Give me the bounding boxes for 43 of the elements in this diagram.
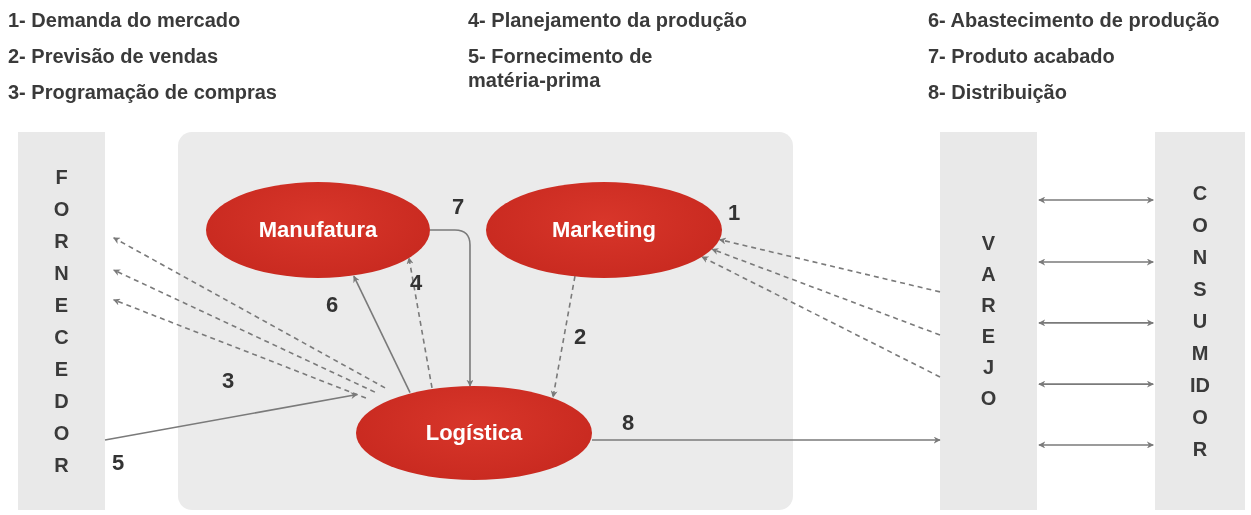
node-label: Logística bbox=[425, 420, 523, 446]
node-label: Marketing bbox=[552, 217, 656, 243]
vertical-label: VAREJO bbox=[979, 231, 998, 411]
vertical-band bbox=[940, 132, 1037, 510]
edge-label: 8 bbox=[622, 410, 635, 436]
legend-note: 2- Previsão de vendas bbox=[8, 44, 220, 68]
background-panel bbox=[178, 132, 793, 510]
arrow bbox=[429, 229, 474, 387]
arrow bbox=[550, 275, 576, 398]
legend-note: 5- Fornecimento de matéria-prima bbox=[468, 44, 654, 92]
node-label: Manufatura bbox=[258, 217, 378, 243]
arrow bbox=[1038, 441, 1154, 449]
vertical-label: CONSUMIDOR bbox=[1190, 181, 1210, 462]
arrow bbox=[104, 392, 358, 441]
vertical-label: FORNECEDOR bbox=[52, 165, 71, 478]
arrow bbox=[718, 237, 941, 293]
vertical-band bbox=[18, 132, 105, 510]
edge-label: 6 bbox=[326, 292, 339, 318]
arrow bbox=[711, 248, 941, 336]
edge-label: 4 bbox=[410, 270, 423, 296]
vertical-band bbox=[1155, 132, 1245, 510]
legend-note: 6- Abastecimento de produção bbox=[928, 8, 1221, 32]
arrow bbox=[701, 256, 941, 378]
arrow bbox=[353, 275, 411, 394]
legend-note: 7- Produto acabado bbox=[928, 44, 1116, 68]
edge-label: 3 bbox=[222, 368, 235, 394]
legend-note: 3- Programação de compras bbox=[8, 80, 278, 104]
arrow bbox=[112, 237, 386, 389]
arrow bbox=[1038, 380, 1154, 388]
edge-label: 2 bbox=[574, 324, 587, 350]
arrow bbox=[591, 436, 941, 444]
arrow bbox=[112, 298, 367, 399]
edge-label: 5 bbox=[112, 450, 125, 476]
arrow bbox=[1038, 319, 1154, 327]
arrow bbox=[406, 257, 433, 389]
edge-label: 1 bbox=[728, 200, 741, 226]
arrow bbox=[1038, 258, 1154, 266]
legend-note: 4- Planejamento da produção bbox=[468, 8, 748, 32]
edge-label: 7 bbox=[452, 194, 465, 220]
arrow bbox=[112, 269, 376, 393]
legend-note: 8- Distribuição bbox=[928, 80, 1068, 104]
legend-note: 1- Demanda do mercado bbox=[8, 8, 242, 32]
arrow bbox=[1038, 196, 1154, 204]
